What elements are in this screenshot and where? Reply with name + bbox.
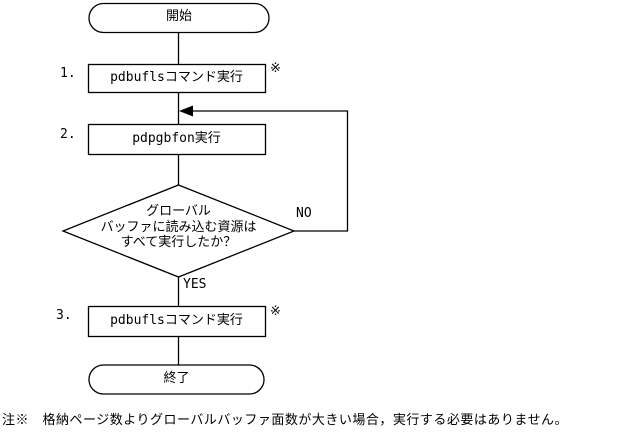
step3-box-shape	[87, 305, 267, 338]
step1-number: 1.	[60, 66, 76, 81]
no-loopback-line	[192, 110, 349, 232]
decision-yes-label: YES	[183, 277, 207, 292]
step3-footnote-mark: ※	[270, 304, 281, 319]
step1-footnote-mark: ※	[270, 61, 281, 76]
decision-label-line1: グローバル	[146, 204, 211, 219]
step1-box-label: pdbuflsコマンド実行	[110, 70, 243, 85]
step2-box-shape	[87, 123, 267, 156]
decision-label-line2: バッファに読み込む資源は	[100, 219, 257, 235]
step2-box-label: pdpgbfon実行	[132, 131, 221, 146]
loopback-arrowhead-icon	[179, 105, 193, 117]
end-terminal-shape	[88, 364, 265, 395]
step3-box-label: pdbuflsコマンド実行	[110, 313, 243, 328]
decision-label-line3: すべて実行したか？	[120, 235, 237, 250]
start-terminal-label: 開始	[165, 9, 192, 24]
step2-number: 2.	[60, 127, 76, 142]
decision-label: グローバル バッファに読み込む資源は すべて実行したか？	[78, 204, 279, 251]
step3-number: 3.	[56, 308, 72, 323]
end-terminal-label: 終了	[163, 371, 190, 386]
footnote-text: 注※ 格納ページ数よりグローバルバッファ面数が大きい場合，実行する必要はありませ…	[2, 413, 568, 428]
decision-no-label: NO	[296, 206, 312, 221]
step1-box-shape	[87, 63, 267, 94]
